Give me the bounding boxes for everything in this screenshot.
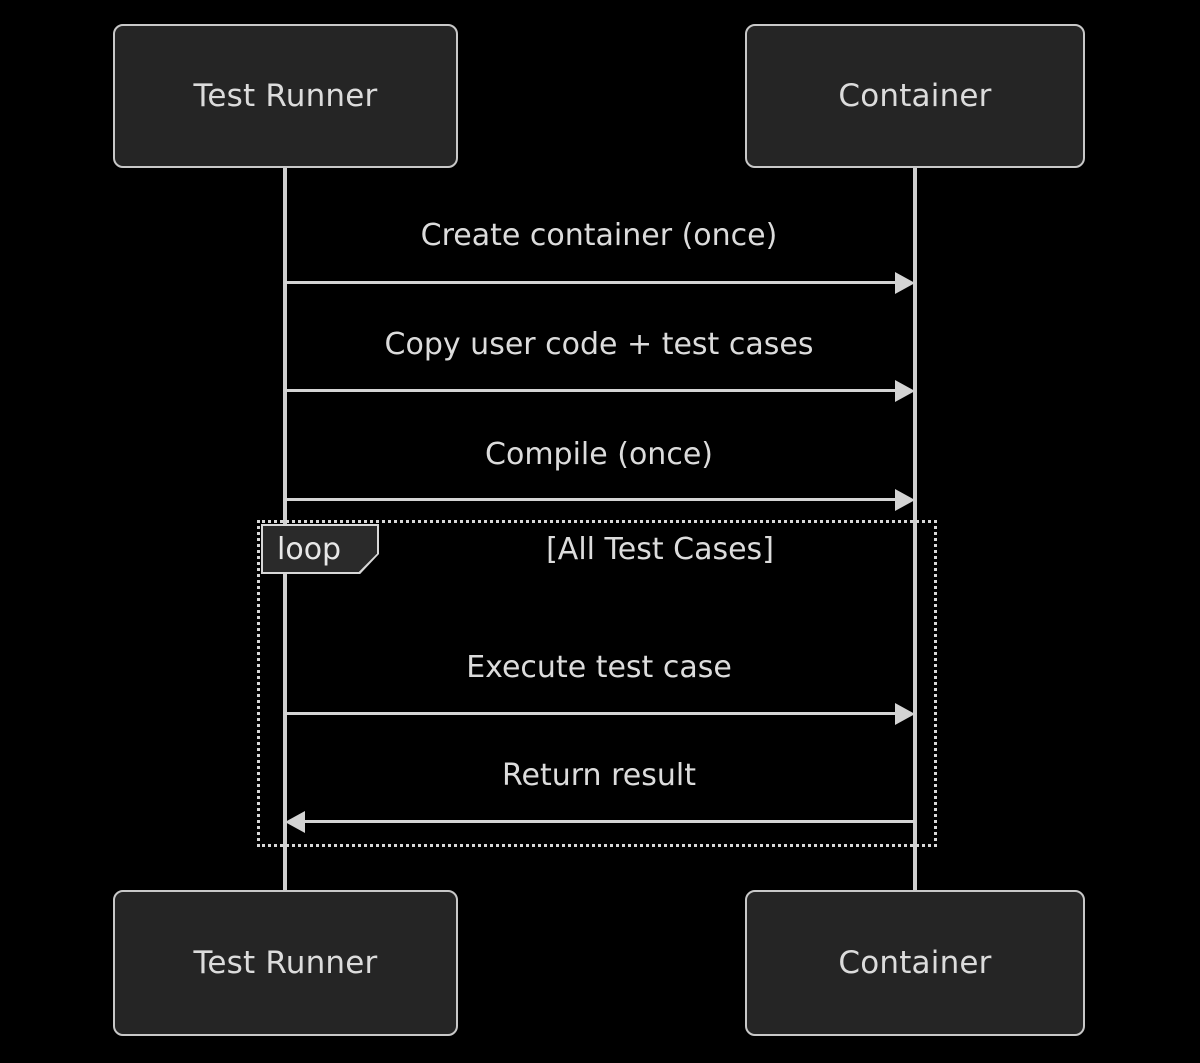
message-line bbox=[303, 820, 915, 823]
message-label-compile: Compile (once) bbox=[485, 437, 713, 472]
message-label-execute-test-case: Execute test case bbox=[466, 650, 732, 685]
loop-fragment-condition-label: [All Test Cases] bbox=[546, 532, 774, 567]
loop-fragment-box bbox=[257, 520, 937, 847]
lifeline-container bbox=[913, 168, 917, 890]
participant-label-test-runner-top: Test Runner bbox=[193, 78, 378, 114]
participant-label-test-runner-bottom: Test Runner bbox=[193, 945, 378, 981]
arrowhead-right-icon bbox=[895, 272, 915, 294]
message-label-copy-user-code: Copy user code + test cases bbox=[384, 327, 814, 362]
message-label-return-result: Return result bbox=[502, 758, 696, 793]
message-line bbox=[285, 498, 897, 501]
arrowhead-right-icon bbox=[895, 703, 915, 725]
arrowhead-left-icon bbox=[285, 811, 305, 833]
participant-box-container-bottom[interactable]: Container bbox=[745, 890, 1085, 1036]
arrowhead-right-icon bbox=[895, 380, 915, 402]
message-line bbox=[285, 712, 897, 715]
participant-box-test-runner-top[interactable]: Test Runner bbox=[113, 24, 458, 168]
loop-fragment-tag-label: loop bbox=[277, 531, 342, 567]
participant-box-container-top[interactable]: Container bbox=[745, 24, 1085, 168]
participant-label-container-top: Container bbox=[838, 78, 992, 114]
message-line bbox=[285, 281, 897, 284]
participant-label-container-bottom: Container bbox=[838, 945, 992, 981]
participant-box-test-runner-bottom[interactable]: Test Runner bbox=[113, 890, 458, 1036]
arrowhead-right-icon bbox=[895, 489, 915, 511]
message-line bbox=[285, 389, 897, 392]
message-label-create-container: Create container (once) bbox=[420, 218, 778, 253]
loop-fragment-tag[interactable]: loop bbox=[263, 526, 377, 572]
